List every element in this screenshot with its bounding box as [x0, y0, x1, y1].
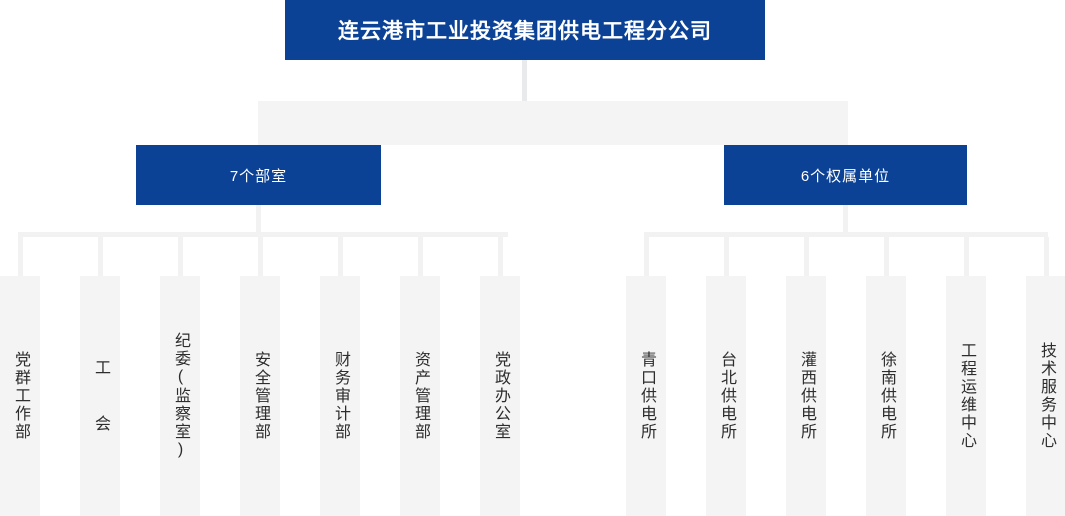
connector-drop-affiliate-4	[964, 237, 969, 276]
connector-drop-affiliate-3	[884, 237, 889, 276]
leaf-node-affiliate-0[interactable]: 青口供电所	[626, 276, 666, 516]
leaf-node-affiliate-5[interactable]: 技术服务中心	[1026, 276, 1065, 516]
connector-drop-affiliate-2	[804, 237, 809, 276]
connector-affiliates-bar	[644, 232, 1048, 237]
leaf-label: 党政办公室	[492, 351, 509, 441]
connector-root-stub	[522, 60, 527, 102]
leaf-label: 纪委(监察室)	[172, 332, 189, 460]
leaf-node-department-0[interactable]: 党群工作部	[0, 276, 40, 516]
connector-root-band	[258, 101, 848, 145]
connector-drop-department-0	[18, 237, 23, 276]
leaf-label: 徐南供电所	[878, 351, 895, 441]
leaf-node-department-1[interactable]: 工 会	[80, 276, 120, 516]
connector-drop-affiliate-1	[724, 237, 729, 276]
leaf-node-affiliate-3[interactable]: 徐南供电所	[866, 276, 906, 516]
leaf-label: 台北供电所	[718, 351, 735, 441]
connector-drop-affiliate-5	[1044, 237, 1049, 276]
leaf-node-affiliate-1[interactable]: 台北供电所	[706, 276, 746, 516]
connector-drop-department-3	[258, 237, 263, 276]
connector-drop-affiliate-0	[644, 237, 649, 276]
branch-node-affiliates[interactable]: 6个权属单位	[724, 145, 967, 205]
leaf-node-department-3[interactable]: 安全管理部	[240, 276, 280, 516]
leaf-label: 财务审计部	[332, 351, 349, 441]
connector-drop-department-4	[338, 237, 343, 276]
leaf-node-department-5[interactable]: 资产管理部	[400, 276, 440, 516]
leaf-node-department-6[interactable]: 党政办公室	[480, 276, 520, 516]
leaf-label: 工 会	[92, 359, 109, 433]
leaf-label: 资产管理部	[412, 351, 429, 441]
leaf-node-department-2[interactable]: 纪委(监察室)	[160, 276, 200, 516]
leaf-label: 技术服务中心	[1038, 342, 1055, 450]
leaf-label: 安全管理部	[252, 351, 269, 441]
leaf-node-department-4[interactable]: 财务审计部	[320, 276, 360, 516]
connector-affiliates-stub	[843, 205, 848, 232]
leaf-label: 灌西供电所	[798, 351, 815, 441]
leaf-label: 党群工作部	[12, 351, 29, 441]
connector-drop-department-1	[98, 237, 103, 276]
leaf-label: 青口供电所	[638, 351, 655, 441]
connector-drop-department-2	[178, 237, 183, 276]
leaf-node-affiliate-2[interactable]: 灌西供电所	[786, 276, 826, 516]
connector-departments-stub	[256, 205, 261, 232]
connector-drop-department-5	[418, 237, 423, 276]
connector-departments-bar	[18, 232, 508, 237]
connector-drop-department-6	[498, 237, 503, 276]
branch-node-departments[interactable]: 7个部室	[136, 145, 381, 205]
leaf-label: 工程运维中心	[958, 342, 975, 450]
root-node[interactable]: 连云港市工业投资集团供电工程分公司	[285, 0, 765, 60]
leaf-node-affiliate-4[interactable]: 工程运维中心	[946, 276, 986, 516]
